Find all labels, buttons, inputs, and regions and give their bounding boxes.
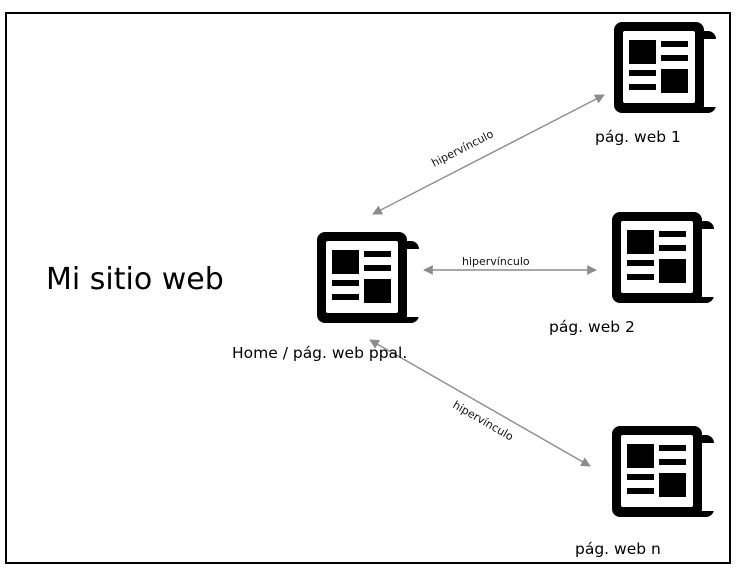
newspaper-icon — [612, 426, 716, 520]
link-label-1: hipervínculo — [429, 127, 495, 169]
page-label-home: Home / pág. web ppal. — [232, 344, 408, 362]
page-label-n: pág. web n — [575, 540, 661, 558]
link-label-2: hipervínculo — [462, 255, 530, 268]
newspaper-icon — [612, 212, 716, 306]
page-label-2: pág. web 2 — [549, 318, 635, 336]
link-arrow-home-page1 — [372, 94, 605, 215]
newspaper-icon — [614, 22, 718, 116]
site-title: Mi sitio web — [46, 262, 224, 297]
page-label-1: pág. web 1 — [595, 128, 681, 146]
link-arrow-home-pagen — [369, 339, 591, 467]
newspaper-icon — [317, 232, 421, 326]
diagram-frame — [5, 12, 731, 564]
